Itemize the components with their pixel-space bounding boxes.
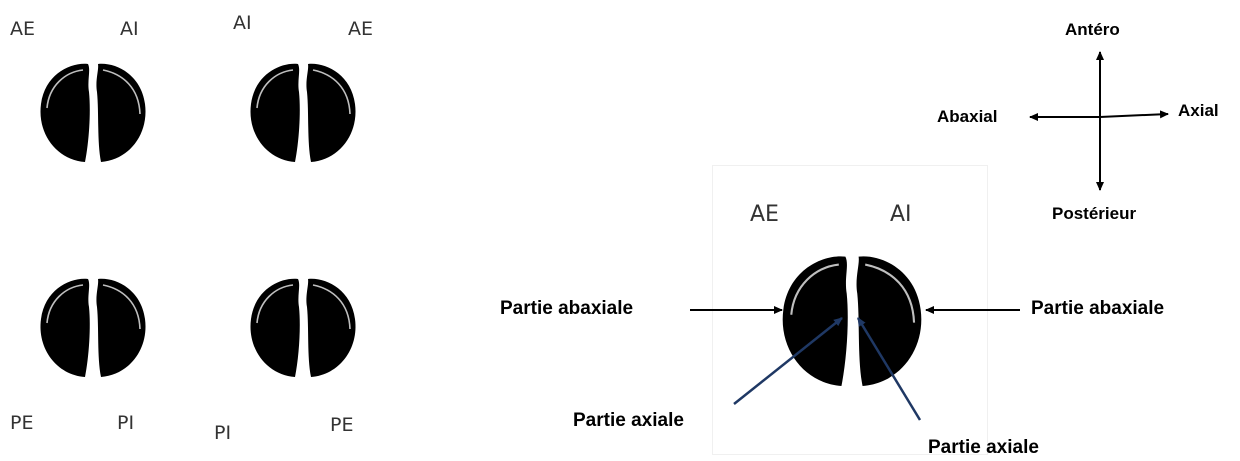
hoof-rear-left <box>39 277 147 378</box>
compass-abaxial-label: Abaxial <box>937 107 998 126</box>
abaxial-right-label: Partie abaxiale <box>1031 298 1165 319</box>
detail-ai-label: AI <box>890 202 912 227</box>
axial-left-label: Partie axiale <box>573 410 684 431</box>
compass-axial-label: Axial <box>1178 101 1219 120</box>
rear-right-pi-label: PI <box>214 422 232 444</box>
rear-left-pi-label: PI <box>117 412 135 434</box>
abaxial-left-label: Partie abaxiale <box>500 298 634 319</box>
detail-ae-label: AE <box>750 202 779 227</box>
front-left-ae-label: AE <box>10 18 36 40</box>
compass-antero-label: Antéro <box>1065 20 1120 39</box>
hoof-front-right <box>249 62 357 163</box>
front-right-ae-label: AE <box>348 18 374 40</box>
axial-left-arrow <box>733 317 843 405</box>
front-right-ai-label: AI <box>233 12 252 34</box>
compass-posterieur-label: Postérieur <box>1052 204 1137 223</box>
compass-arrow-right <box>1099 110 1169 119</box>
rear-right-pe-label: PE <box>330 414 354 436</box>
rear-left-pe-label: PE <box>10 412 34 434</box>
axial-right-label: Partie axiale <box>928 437 1039 458</box>
hoof-front-left <box>39 62 147 163</box>
front-left-ai-label: AI <box>120 18 139 40</box>
hoof-rear-right <box>249 277 357 378</box>
hoof-detail <box>781 255 923 388</box>
axial-right-arrow <box>856 317 922 421</box>
